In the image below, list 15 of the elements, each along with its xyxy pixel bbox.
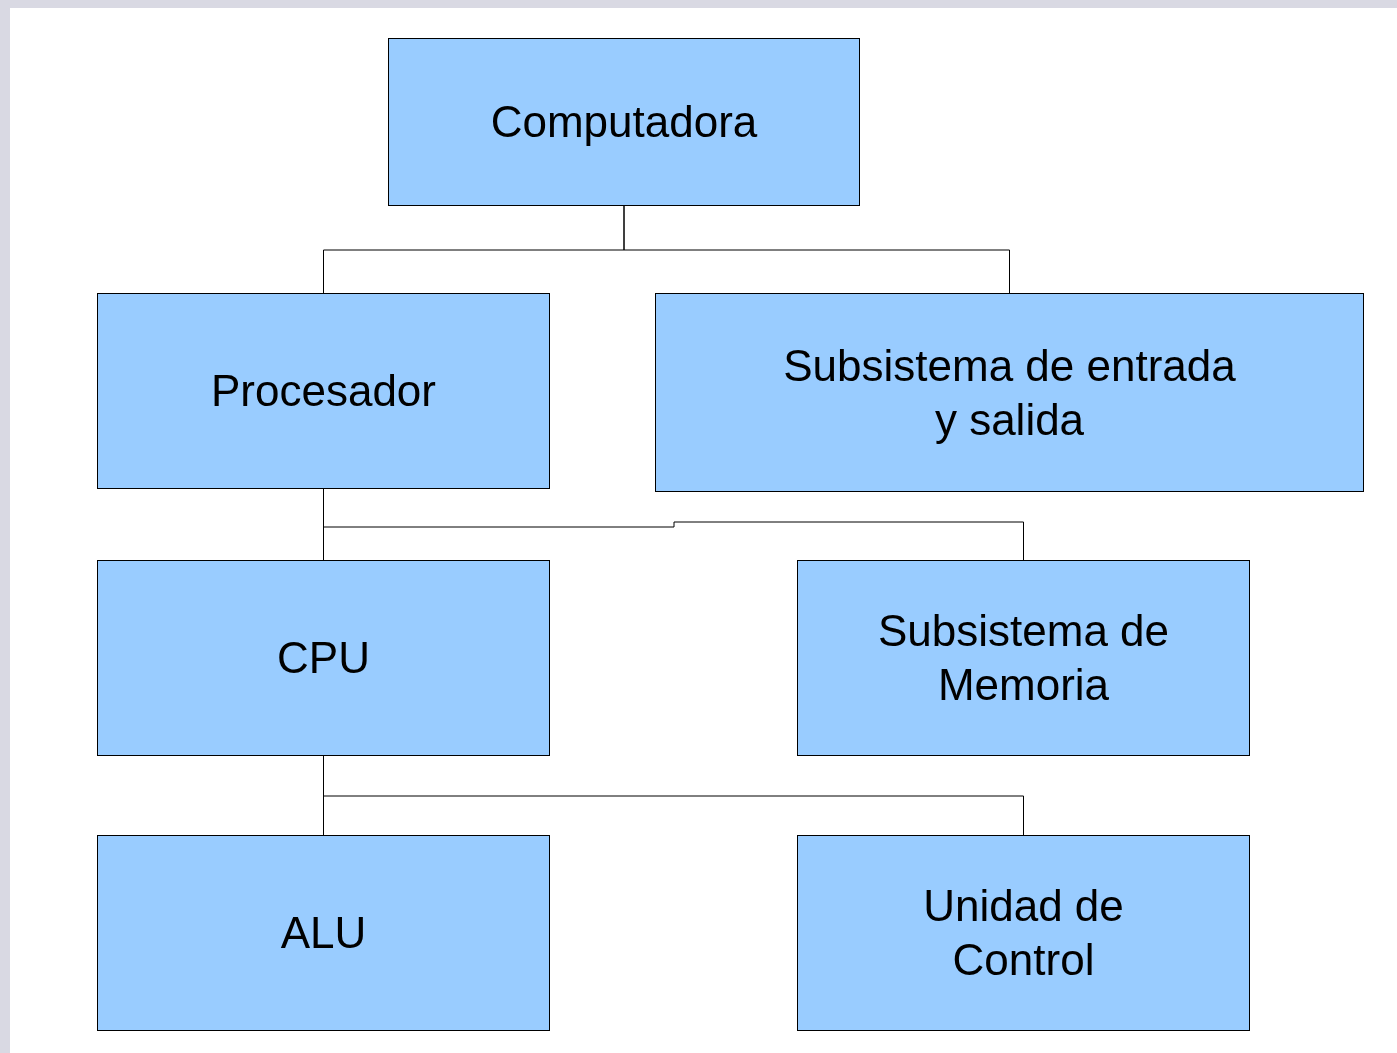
process-box	[655, 293, 1364, 492]
process-box	[97, 560, 550, 756]
box-label: Procesador	[211, 365, 436, 417]
process-box	[797, 560, 1250, 756]
process-box	[388, 38, 860, 206]
process-box	[797, 835, 1250, 1031]
box-label: Computadora	[490, 96, 758, 148]
process-box	[97, 835, 550, 1031]
connector-line	[623, 205, 1010, 294]
box-label: Unidad de Control	[922, 880, 1125, 986]
process-box	[97, 293, 550, 489]
box-label: Subsistema de Memoria	[876, 605, 1171, 711]
box-label: CPU	[277, 632, 370, 684]
box-label: Subsistema de entrada y salida	[782, 339, 1237, 446]
box-label: ALU	[280, 907, 367, 959]
